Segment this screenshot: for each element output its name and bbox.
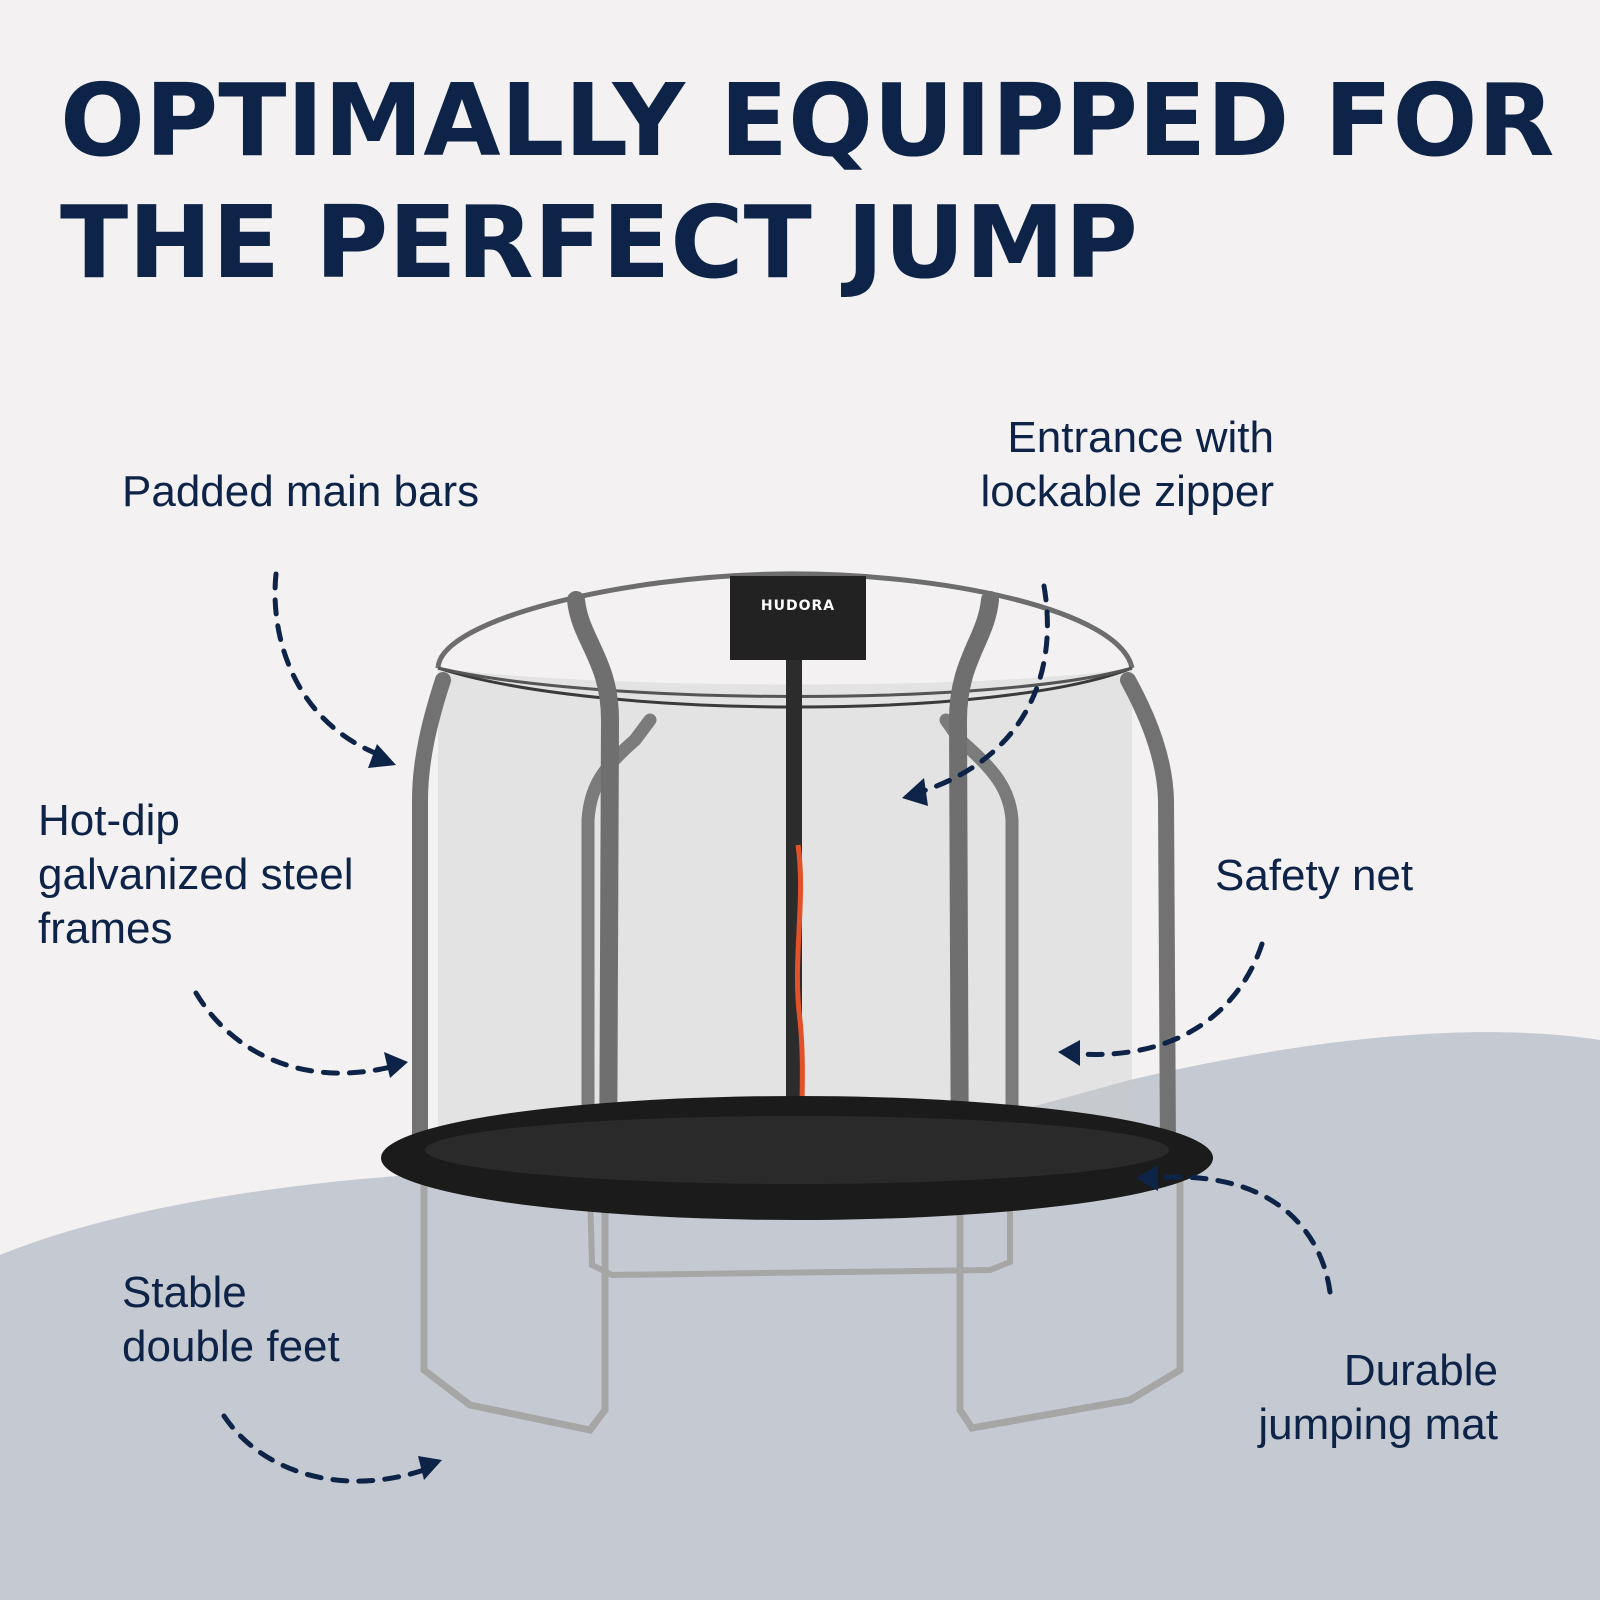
label-line: Entrance with	[1007, 413, 1274, 462]
title-line-2: THE PERFECT JUMP	[60, 184, 1138, 301]
arrow-jumping-mat	[1136, 1165, 1333, 1295]
label-line: Hot-dip	[38, 796, 180, 845]
label-steel-frames: Hot-dip galvanized steel frames	[38, 794, 354, 956]
label-jumping-mat: Durable jumping mat	[1258, 1344, 1498, 1452]
page-title: OPTIMALLY EQUIPPED FOR THE PERFECT JUMP	[60, 60, 1554, 304]
arrow-safety-net	[1058, 941, 1265, 1066]
arrow-padded-bars	[272, 571, 396, 768]
label-line: galvanized steel	[38, 850, 354, 899]
floor-shape	[0, 1032, 1600, 1600]
arrow-double-feet	[221, 1413, 442, 1484]
brand-tag	[730, 576, 866, 660]
label-line: Padded main bars	[122, 467, 480, 516]
main-pole-front-left	[567, 591, 620, 1209]
leg-right-double	[956, 1170, 1184, 1432]
leg-rear	[587, 1189, 1013, 1279]
arrow-entrance	[902, 583, 1050, 806]
label-line: jumping mat	[1258, 1400, 1498, 1449]
top-ring	[435, 571, 1135, 669]
entrance-strap	[786, 650, 802, 1170]
label-line: Safety net	[1215, 851, 1414, 900]
jumping-mat-top	[425, 1116, 1169, 1184]
label-double-feet: Stable double feet	[122, 1266, 340, 1374]
leg-left-double	[420, 1170, 609, 1434]
label-line: double feet	[122, 1322, 340, 1371]
main-pole-right	[1120, 672, 1176, 1158]
brand-logo: HUDORA	[761, 598, 835, 614]
label-line: Durable	[1343, 1346, 1498, 1395]
label-entrance-zipper: Entrance with lockable zipper	[981, 411, 1275, 519]
label-line: frames	[38, 904, 173, 953]
label-padded-main-bars: Padded main bars	[122, 465, 479, 519]
main-pole-front-right	[948, 591, 999, 1209]
label-safety-net: Safety net	[1215, 849, 1413, 903]
label-line: lockable zipper	[980, 467, 1275, 516]
rear-pole-left	[581, 713, 657, 1137]
title-line-1: OPTIMALLY EQUIPPED FOR	[60, 62, 1555, 179]
safety-net	[438, 668, 1132, 1153]
main-pole-left	[412, 672, 451, 1158]
label-line: Stable	[122, 1268, 247, 1317]
arrow-steel-frames	[193, 990, 408, 1078]
